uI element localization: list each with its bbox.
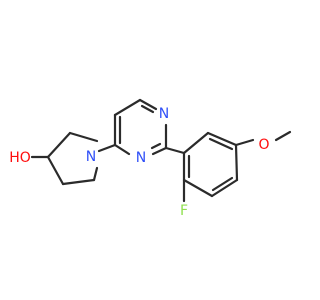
- bond: [234, 138, 255, 147]
- pyrrolidine-ring: [30, 131, 99, 186]
- bond: [208, 137, 234, 151]
- bond: [164, 146, 186, 155]
- bond: [210, 178, 239, 198]
- fluorine-label: F: [180, 203, 188, 219]
- bond: [138, 98, 158, 111]
- bond: [274, 130, 292, 142]
- bond: [211, 176, 234, 192]
- bond: [68, 131, 99, 143]
- bond: [61, 178, 96, 186]
- pyrimidine-nitrogen-bottom-label: N: [136, 150, 146, 166]
- bond: [92, 166, 99, 182]
- bond: [150, 142, 162, 150]
- pyrimidine-nitrogen-top-label: N: [159, 106, 169, 122]
- bond: [182, 178, 214, 198]
- hydroxyl-label: HO: [9, 150, 31, 166]
- bond: [140, 104, 155, 114]
- bond: [151, 146, 168, 156]
- bond: [46, 131, 72, 159]
- bond: [182, 131, 210, 155]
- pyrimidine-ring: [113, 98, 168, 156]
- methoxy-oxygen-label: O: [258, 137, 269, 153]
- bond: [234, 143, 239, 182]
- pyrrolidine-nitrogen-label: N: [86, 149, 96, 165]
- bond: [113, 98, 142, 117]
- bond: [113, 143, 131, 156]
- phenyl-ring: [182, 131, 239, 198]
- bond: [206, 131, 238, 147]
- molecule-structure: HO N N N F O: [9, 98, 292, 219]
- bond: [46, 155, 65, 186]
- bond: [97, 143, 117, 153]
